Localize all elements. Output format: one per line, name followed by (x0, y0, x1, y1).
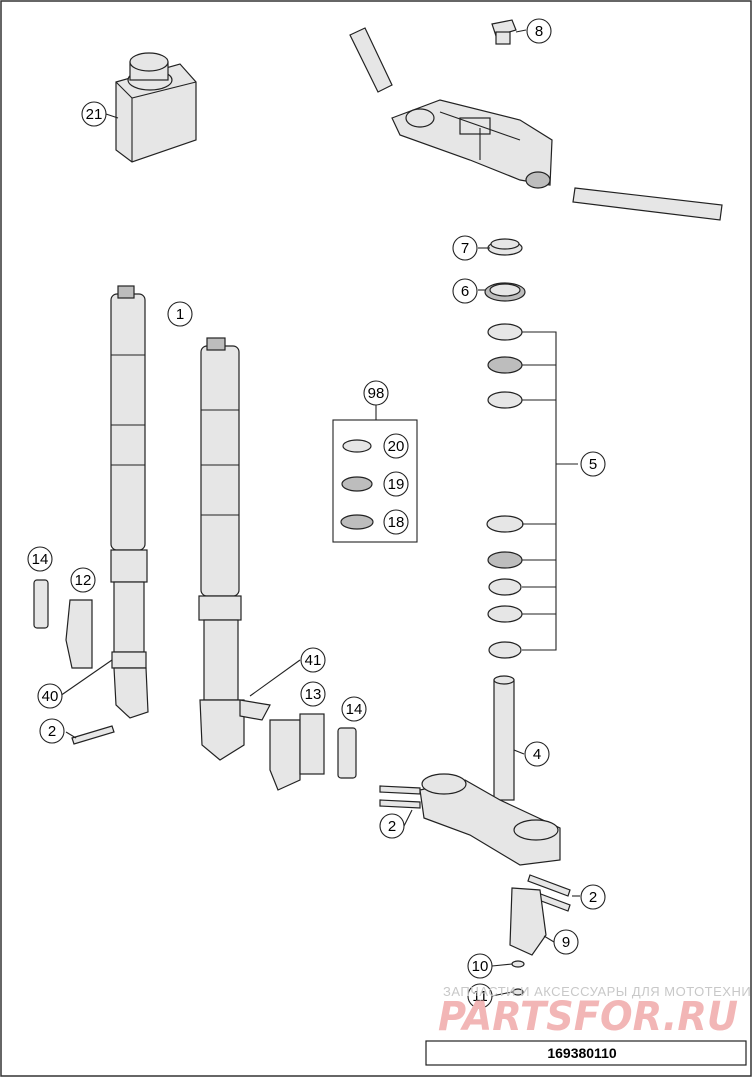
top-bolt (491, 19, 517, 45)
leader-lines (59, 29, 580, 997)
callout-label: 4 (533, 746, 541, 763)
callout-label: 2 (589, 889, 597, 906)
callout-19: 19 (383, 471, 409, 497)
watermark-logo: PARTSFOR.RU (438, 994, 738, 1040)
fork-leg-left (110, 285, 149, 719)
callout-label: 2 (48, 723, 56, 740)
callout-2-right: 2 (580, 884, 606, 910)
lower-triple-clamp (419, 675, 561, 866)
callout-label: 21 (86, 106, 103, 123)
callout-label: 5 (589, 456, 597, 473)
part-number-box: 169380110 (425, 1040, 747, 1066)
callout-label: 6 (461, 283, 469, 300)
callout-20: 20 (383, 433, 409, 459)
handlebar-top-clamp (349, 27, 723, 221)
callout-label: 7 (461, 240, 469, 257)
callout-21: 21 (81, 101, 107, 127)
callout-label: 9 (562, 934, 570, 951)
callout-2-mid: 2 (379, 813, 405, 839)
callout-1: 1 (167, 301, 193, 327)
bolts (71, 725, 571, 912)
callout-label: 98 (368, 385, 385, 402)
callout-label: 2 (388, 818, 396, 835)
callout-label: 8 (535, 23, 543, 40)
seal-kit-box (332, 404, 418, 543)
callout-2-left: 2 (39, 718, 65, 744)
callout-9: 9 (553, 929, 579, 955)
callout-label: 14 (346, 701, 363, 718)
watermark: ЗАПЧАСТИ И АКСЕССУАРЫ ДЛЯ МОТОТЕХНИКИ PA… (438, 984, 752, 1040)
oil-can (115, 52, 197, 163)
callout-label: 14 (32, 551, 49, 568)
callout-label: 20 (388, 438, 405, 455)
callout-4: 4 (524, 741, 550, 767)
callout-label: 18 (388, 514, 405, 531)
callout-7: 7 (452, 235, 478, 261)
callout-6: 6 (452, 278, 478, 304)
callout-label: 11 (472, 988, 488, 1005)
callout-label: 41 (305, 652, 322, 669)
callout-14-right: 14 (341, 696, 367, 722)
callout-11: 11 (467, 983, 493, 1009)
fork-leg-right (198, 337, 271, 761)
lower-bracket (509, 887, 547, 996)
callout-13: 13 (300, 681, 326, 707)
callout-label: 19 (388, 476, 405, 493)
part-number: 169380110 (547, 1045, 617, 1061)
callout-label: 13 (305, 686, 322, 703)
callout-label: 12 (75, 572, 92, 589)
callout-label: 10 (472, 958, 489, 975)
callout-10: 10 (467, 953, 493, 979)
callout-18: 18 (383, 509, 409, 535)
brackets (33, 579, 357, 791)
watermark-tagline: ЗАПЧАСТИ И АКСЕССУАРЫ ДЛЯ МОТОТЕХНИКИ (443, 984, 752, 999)
callout-label: 40 (42, 688, 59, 705)
callout-41: 41 (300, 647, 326, 673)
bearing-stack (484, 238, 578, 659)
callout-5: 5 (580, 451, 606, 477)
callout-8: 8 (526, 18, 552, 44)
callout-label: 1 (176, 306, 184, 323)
callout-12: 12 (70, 567, 96, 593)
callout-14-left: 14 (27, 546, 53, 572)
callout-98: 98 (363, 380, 389, 406)
callout-40: 40 (37, 683, 63, 709)
